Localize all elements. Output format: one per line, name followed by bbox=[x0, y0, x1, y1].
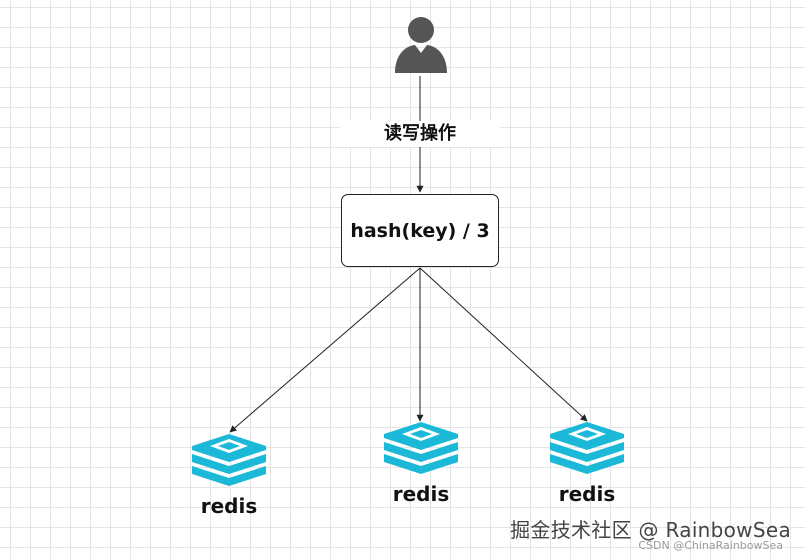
watermark: 掘金技术社区 @ RainbowSea bbox=[510, 518, 791, 542]
redis-node: redis bbox=[366, 420, 476, 506]
redis-icon bbox=[192, 434, 266, 486]
hash-box-label: hash(key) / 3 bbox=[350, 219, 490, 242]
redis-label: redis bbox=[200, 494, 258, 518]
operation-label: 读写操作 bbox=[340, 121, 500, 147]
redis-label: redis bbox=[558, 482, 616, 506]
edge-hash-to-redis-3 bbox=[419, 267, 588, 422]
watermark-sub: CSDN @ChinaRainbowSea bbox=[638, 539, 783, 552]
redis-icon bbox=[384, 422, 458, 474]
redis-icon bbox=[550, 422, 624, 474]
redis-label: redis bbox=[392, 482, 450, 506]
hash-box: hash(key) / 3 bbox=[341, 194, 499, 267]
user-icon bbox=[395, 17, 447, 73]
redis-node: redis bbox=[174, 432, 284, 518]
redis-node: redis bbox=[532, 420, 642, 506]
edge-hash-to-redis-1 bbox=[229, 267, 421, 433]
